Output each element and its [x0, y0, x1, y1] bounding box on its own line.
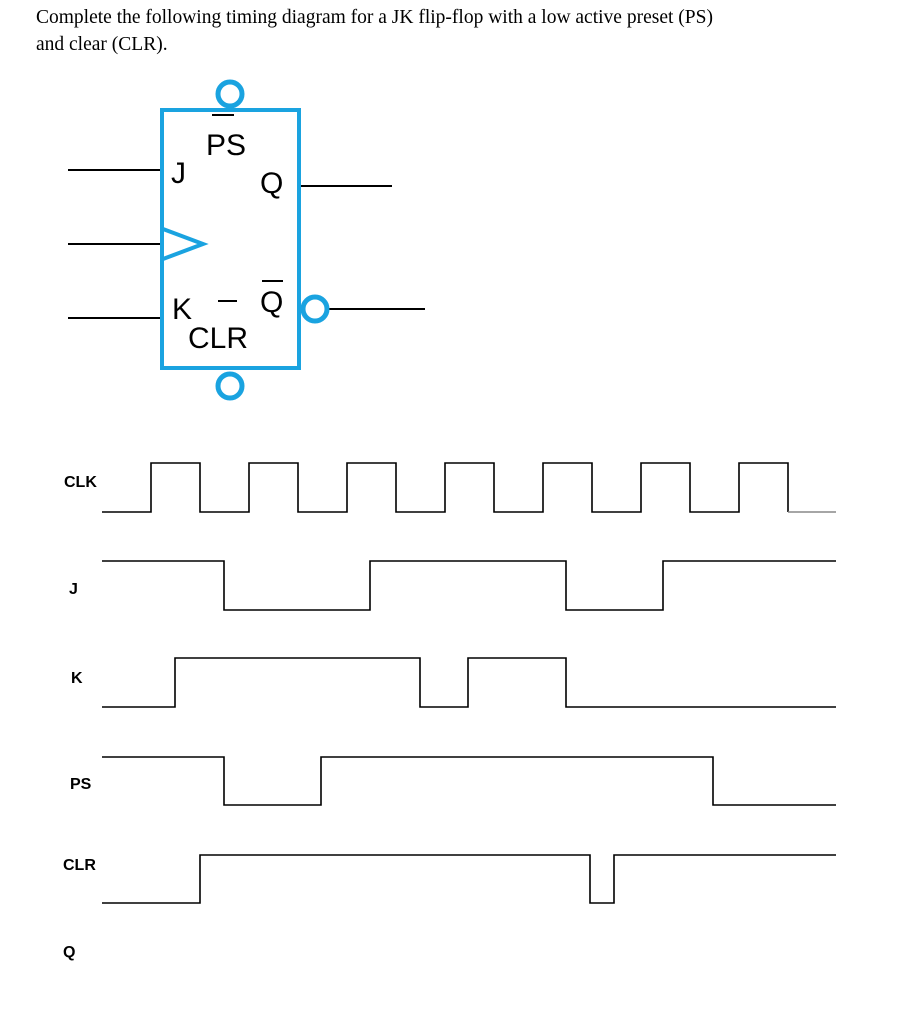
- j-label: J: [69, 581, 78, 598]
- question-line-1: Complete the following timing diagram fo…: [36, 7, 713, 28]
- clr-label: CLR: [63, 857, 96, 874]
- clk-label: CLK: [64, 474, 97, 491]
- q-pin-label: Q: [260, 167, 283, 200]
- j-pin-label: J: [171, 157, 186, 190]
- ps-label: PS: [70, 776, 92, 793]
- clock-triangle: [162, 227, 209, 261]
- clear-pin-label: CLR: [188, 322, 248, 355]
- preset-bubble: [215, 79, 245, 109]
- q-label: Q: [63, 944, 76, 961]
- qbar-bubble: [300, 294, 330, 324]
- k-label: K: [71, 670, 83, 687]
- j-waveform: [102, 560, 836, 611]
- clk-waveform: [102, 462, 789, 513]
- k-pin-label: K: [172, 293, 192, 326]
- k-waveform: [102, 657, 836, 708]
- clear-bubble: [215, 371, 245, 401]
- question-line-2: and clear (CLR).: [36, 34, 168, 55]
- ps-waveform: [102, 756, 836, 806]
- preset-pin-label: PS: [206, 129, 246, 162]
- qbar-pin-label: Q: [260, 286, 283, 319]
- question-text: Complete the following timing diagram fo…: [36, 4, 876, 58]
- flipflop-body: [160, 108, 301, 370]
- clr-waveform: [102, 854, 836, 904]
